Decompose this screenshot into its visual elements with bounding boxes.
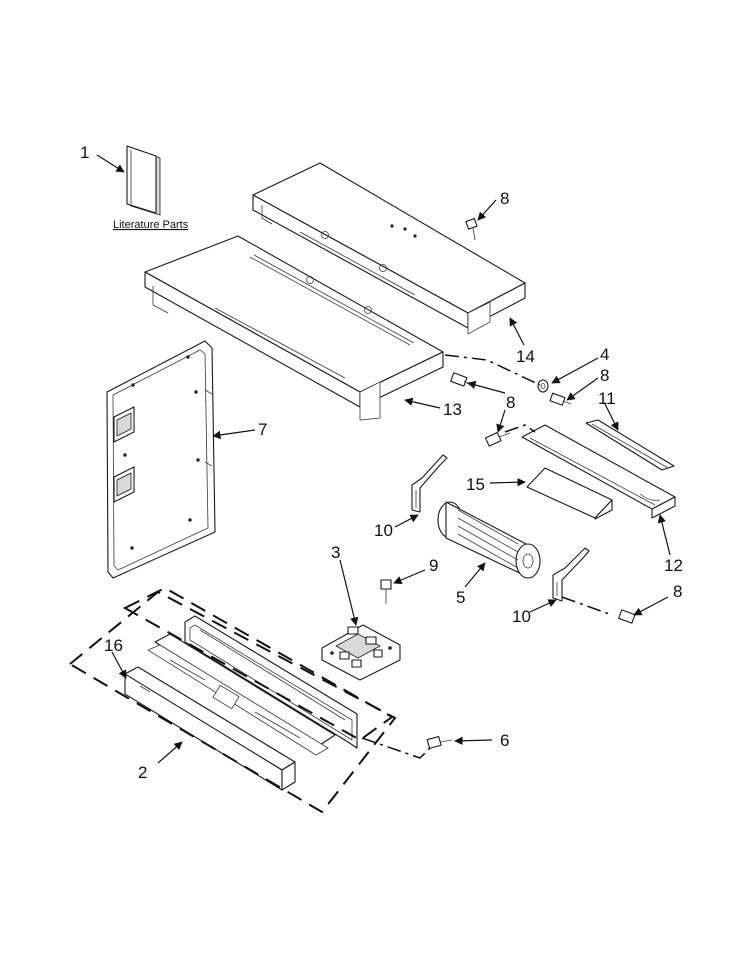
callout-8a: 8	[500, 189, 509, 208]
callout-6: 6	[500, 731, 509, 750]
leader-8b	[566, 377, 599, 401]
leader-5	[464, 562, 486, 588]
screw-part-6	[426, 736, 453, 749]
air-deflector	[526, 467, 613, 520]
literature-parts-caption: Literature Parts	[113, 219, 189, 231]
leader-8c	[467, 380, 506, 394]
assembly-box-outer	[68, 590, 397, 814]
callout-8b: 8	[600, 366, 609, 385]
leader-7	[212, 429, 256, 440]
callout-7: 7	[258, 420, 267, 439]
leader-3	[339, 559, 359, 626]
callout-15: 15	[466, 475, 485, 494]
callout-13: 13	[443, 400, 462, 419]
screw-mid-left	[450, 372, 473, 387]
side-panel	[106, 340, 216, 579]
callout-16: 16	[104, 636, 123, 655]
alignment-line-bracket	[504, 424, 536, 433]
callout-3: 3	[331, 543, 340, 562]
leader-10b	[529, 599, 557, 613]
alignment-line-low	[561, 596, 613, 616]
leader-8d	[496, 409, 506, 433]
leader-13	[404, 397, 441, 409]
leader-10a	[394, 514, 419, 528]
leader-15	[489, 478, 526, 487]
leader-16	[111, 651, 127, 679]
leader-8e	[633, 596, 669, 616]
fan-bracket-left	[411, 454, 448, 513]
leader-9	[393, 569, 426, 584]
alignment-line-top	[444, 354, 541, 386]
callout-5: 5	[456, 588, 465, 607]
touch-panel	[147, 633, 336, 756]
callout-11: 11	[598, 389, 616, 408]
leader-8a	[477, 199, 497, 221]
leader-4	[551, 357, 599, 384]
callout-12: 12	[664, 556, 683, 575]
control-panel-face	[124, 666, 296, 791]
alignment-line-front	[361, 737, 431, 759]
screw-top	[465, 217, 478, 241]
screw-part-9	[380, 579, 392, 604]
callout-10a: 10	[374, 521, 393, 540]
callout-14: 14	[516, 347, 535, 366]
callout-1: 1	[80, 143, 89, 162]
control-panel-frame	[184, 615, 358, 749]
literature-booklet	[126, 145, 161, 216]
leader-2	[157, 741, 183, 764]
leader-12	[657, 514, 671, 556]
insulation-strip	[585, 419, 675, 471]
fan-bracket-right	[552, 547, 590, 602]
callout-8e: 8	[673, 582, 682, 601]
callout-2: 2	[138, 763, 147, 782]
leader-14	[509, 317, 525, 346]
leader-1	[96, 154, 125, 173]
callout-8c: 8	[506, 393, 515, 412]
control-board	[321, 624, 401, 681]
callout-4: 4	[600, 345, 609, 364]
blower-fan	[437, 501, 541, 579]
screw-bracket	[484, 431, 511, 447]
top-panel-lower	[144, 235, 444, 421]
screw-mid-right	[549, 392, 572, 406]
washer	[537, 379, 549, 393]
mounting-bracket	[521, 424, 676, 519]
screw-right-low	[618, 609, 636, 624]
callout-9: 9	[429, 556, 438, 575]
leader-6	[454, 736, 493, 745]
leader-11	[604, 403, 619, 431]
top-panel-upper	[252, 162, 526, 335]
callout-10b: 10	[512, 607, 531, 626]
